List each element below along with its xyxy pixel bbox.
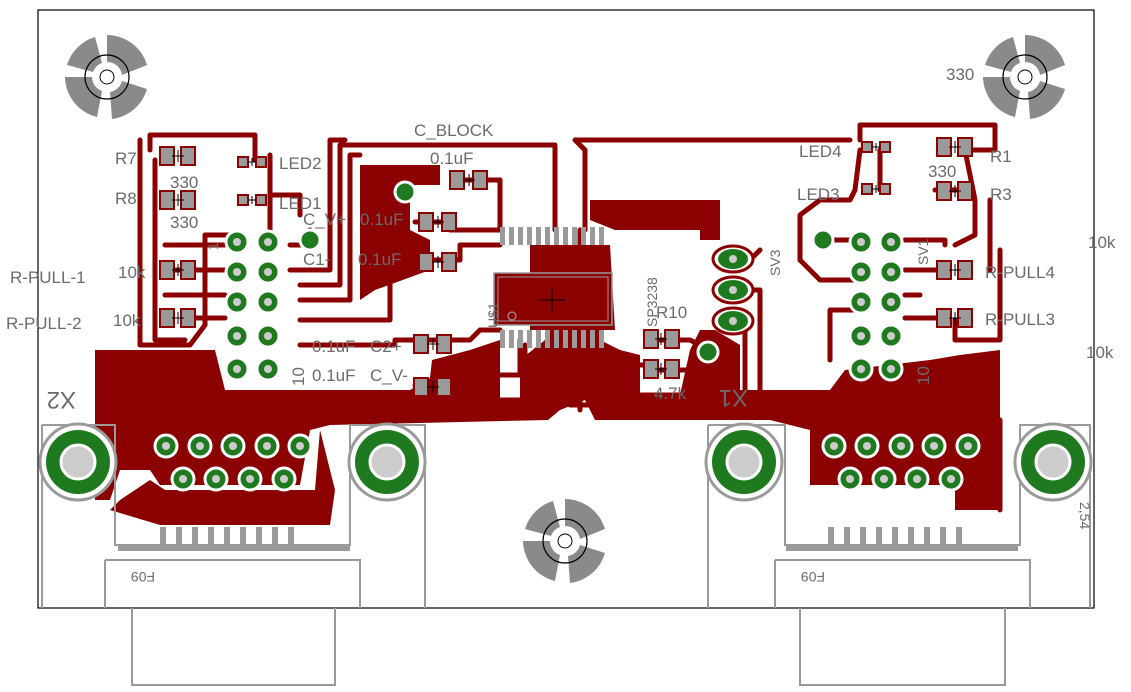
mounting-hole-top-right — [983, 35, 1065, 119]
label-r7-value: 330 — [170, 173, 198, 192]
label-r10: R10 — [656, 303, 687, 322]
label-c2-plus-value: 0.1uF — [312, 337, 355, 356]
header-sv-left — [224, 229, 281, 382]
label-sv1: SV1 — [915, 238, 931, 265]
label-f09-right: F09 — [801, 569, 825, 585]
label-x1: X1 — [719, 384, 748, 411]
db9-pin-holes — [162, 442, 972, 483]
label-r1-value: 330 — [928, 162, 956, 181]
label-r-pull-2-value: 10k — [113, 311, 141, 330]
label-c1-minus: C1- — [303, 250, 330, 269]
header-sv-right — [848, 229, 904, 382]
label-led2: LED2 — [279, 154, 322, 173]
label-r8-value: 330 — [170, 213, 198, 232]
label-c-block-value: 0.1uF — [430, 149, 473, 168]
connector-x1-pins — [786, 527, 1018, 551]
ic-pins-top — [500, 227, 604, 245]
label-r-pull-2: R-PULL-2 — [6, 314, 82, 333]
header-hole-centers — [233, 238, 895, 373]
label-10k-right-top: 10k — [1088, 233, 1116, 252]
label-r-pull4: R-PULL4 — [985, 263, 1055, 282]
label-c-v-plus: C_V+ — [303, 210, 346, 229]
ic-sp3238 — [493, 272, 613, 326]
label-r3: R3 — [990, 185, 1012, 204]
label-sv3: SV3 — [767, 249, 783, 276]
vias — [298, 180, 835, 364]
label-c-block: C_BLOCK — [414, 121, 494, 140]
ic-pins-bottom — [500, 330, 604, 348]
label-sv-left-pin1: 1 — [205, 242, 221, 250]
header-sv3 — [711, 244, 755, 336]
label-r-pull-1: R-PULL-1 — [10, 268, 86, 287]
label-c-v-minus-value: 0.1uF — [312, 366, 355, 385]
label-sv-left-pin10: 10 — [289, 367, 308, 386]
label-led3: LED3 — [797, 185, 840, 204]
label-r8: R8 — [115, 189, 137, 208]
label-c1-minus-value: 0.1uF — [358, 250, 401, 269]
label-r10-value: 4.7k — [654, 384, 687, 403]
label-r1: R1 — [990, 147, 1012, 166]
label-c-v-plus-value: 0.1uF — [360, 210, 403, 229]
label-ic-name: SP3238 — [644, 277, 660, 327]
label-r-pull-1-value: 10k — [118, 263, 146, 282]
board-outline — [37, 9, 1095, 609]
label-c-v-minus: C_V- — [370, 366, 408, 385]
label-ic-ref: U$1 — [485, 302, 501, 328]
label-mount-spacing: 2,54 — [1077, 502, 1093, 529]
label-330-top-right: 330 — [946, 65, 974, 84]
connector-mount-pads — [38, 422, 1093, 502]
label-10k-right-bottom: 10k — [1086, 343, 1114, 362]
label-r-pull3: R-PULL3 — [985, 310, 1055, 329]
silkscreen-labels: C_BLOCK 0.1uF C_V+ 0.1uF C1- 0.1uF 0.1uF… — [6, 65, 1116, 585]
label-sv-right-pin10: 10 — [914, 366, 933, 385]
label-led1: LED1 — [279, 194, 322, 213]
label-f09-left: F09 — [131, 569, 155, 585]
label-c2-plus: C2+ — [370, 337, 402, 356]
label-x2: X2 — [47, 386, 76, 413]
label-led4: LED4 — [799, 142, 842, 161]
mounting-hole-top-left — [65, 35, 147, 119]
label-r7: R7 — [115, 149, 137, 168]
mounting-hole-bottom-center — [523, 499, 605, 583]
connector-x2-pins — [118, 527, 350, 551]
smd-center-marks — [172, 141, 961, 393]
connector-x1-outline — [707, 424, 1091, 686]
